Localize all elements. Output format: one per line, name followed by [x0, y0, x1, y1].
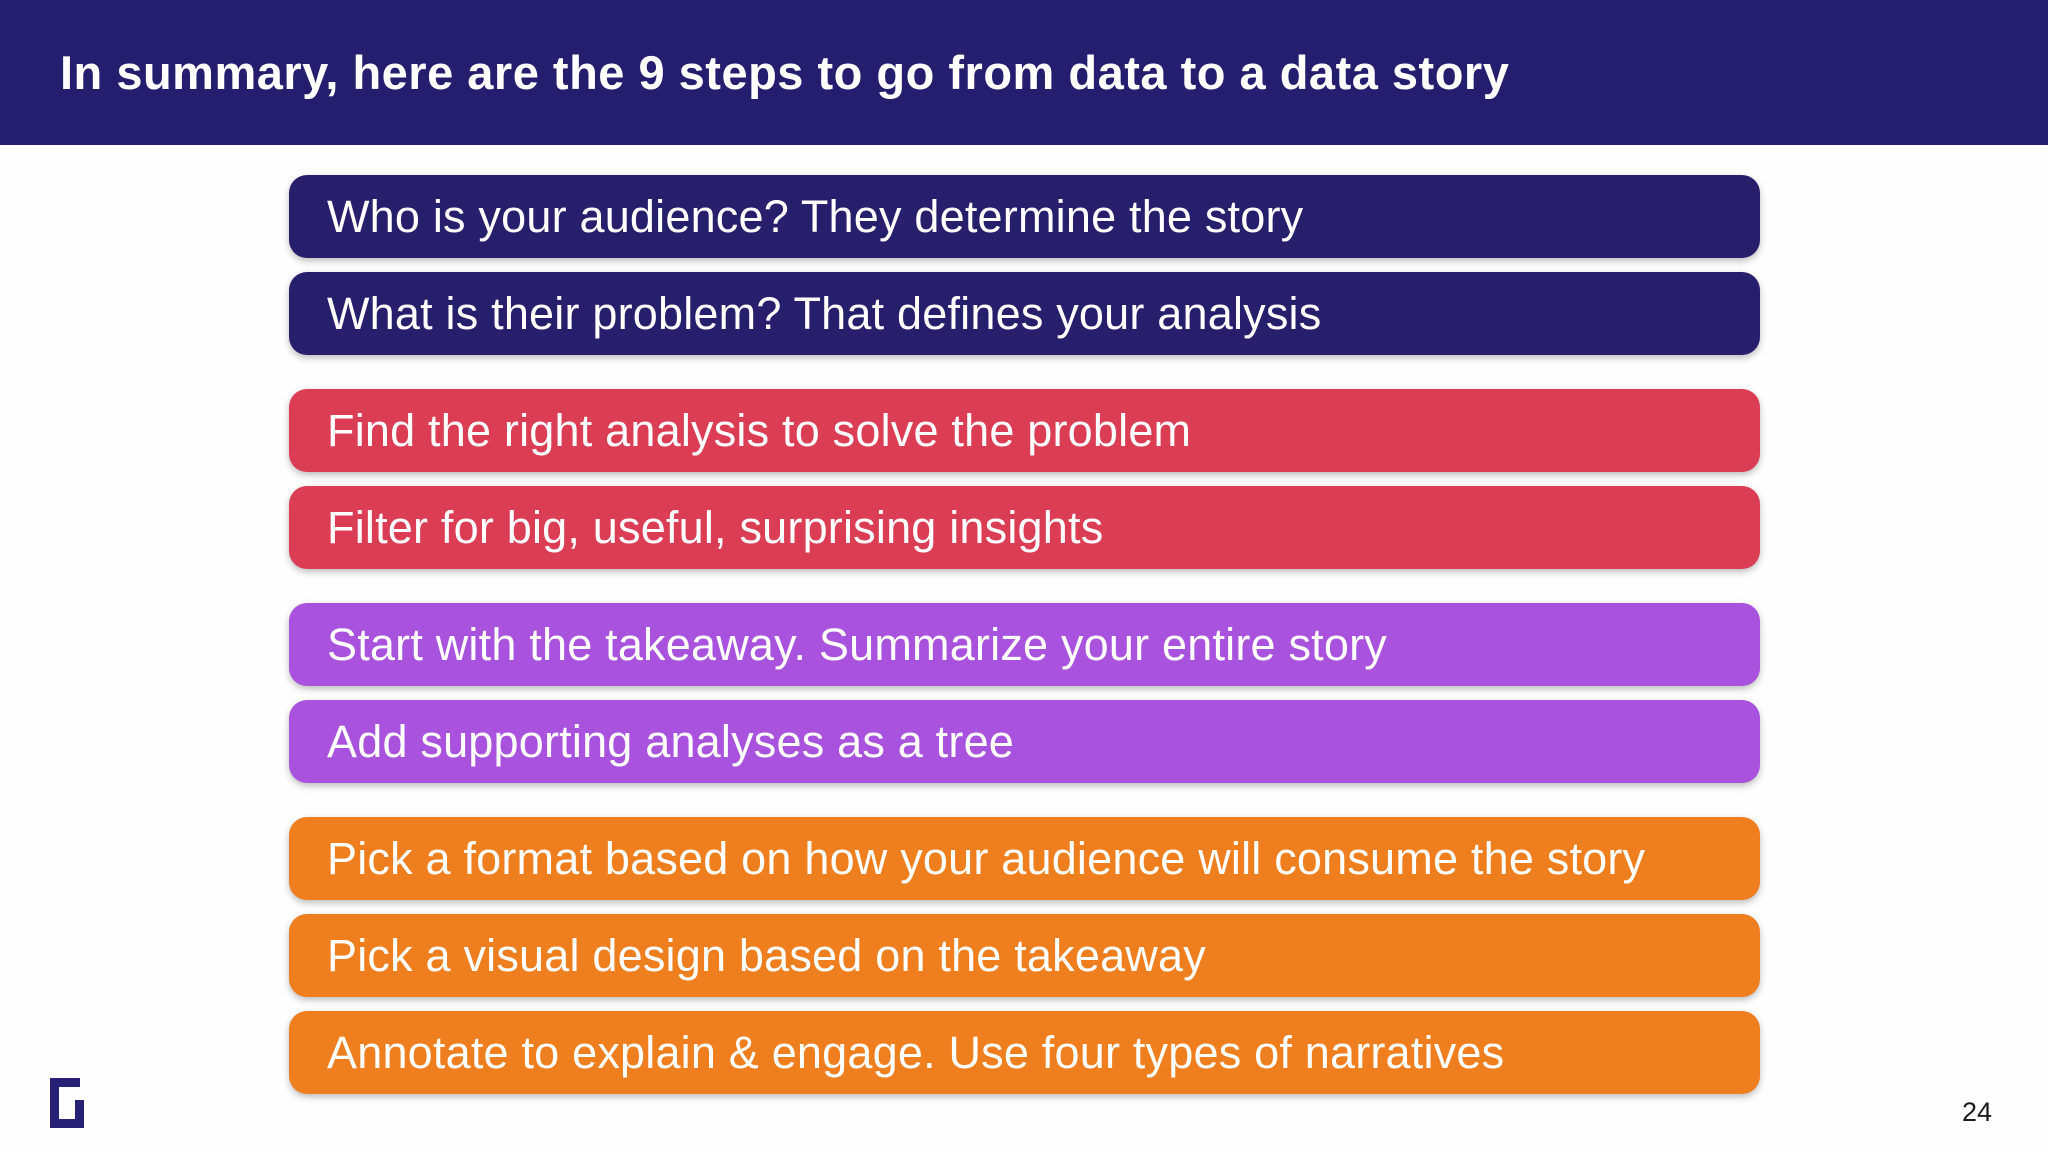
step-bar-6: Add supporting analyses as a tree [289, 700, 1760, 783]
step-bar-8: Pick a visual design based on the takeaw… [289, 914, 1760, 997]
page-number: 24 [1961, 1097, 1992, 1127]
step-bar-label: Pick a format based on how your audience… [327, 832, 1646, 884]
step-group-analysis: Find the right analysis to solve the pro… [289, 389, 1760, 569]
step-bar-label: Annotate to explain & engage. Use four t… [327, 1026, 1505, 1078]
steps-list: Who is your audience? They determine the… [289, 175, 1760, 1094]
g-logo-icon [50, 1078, 84, 1128]
step-bar-label: Add supporting analyses as a tree [327, 715, 1015, 767]
step-bar-5: Start with the takeaway. Summarize your … [289, 603, 1760, 686]
step-bar-2: What is their problem? That defines your… [289, 272, 1760, 355]
step-bar-label: Who is your audience? They determine the… [327, 190, 1304, 242]
step-bar-4: Filter for big, useful, surprising insig… [289, 486, 1760, 569]
step-bar-9: Annotate to explain & engage. Use four t… [289, 1011, 1760, 1094]
slide-title: In summary, here are the 9 steps to go f… [60, 46, 1510, 99]
step-group-audience: Who is your audience? They determine the… [289, 175, 1760, 355]
step-bar-label: Find the right analysis to solve the pro… [327, 404, 1192, 456]
step-bar-label: Pick a visual design based on the takeaw… [327, 929, 1206, 981]
step-group-story: Start with the takeaway. Summarize your … [289, 603, 1760, 783]
step-bar-label: Filter for big, useful, surprising insig… [327, 501, 1104, 553]
slide-header: In summary, here are the 9 steps to go f… [0, 0, 2048, 145]
step-bar-label: Start with the takeaway. Summarize your … [327, 618, 1387, 670]
step-bar-3: Find the right analysis to solve the pro… [289, 389, 1760, 472]
step-bar-label: What is their problem? That defines your… [327, 287, 1322, 339]
step-group-presentation: Pick a format based on how your audience… [289, 817, 1760, 1094]
step-bar-1: Who is your audience? They determine the… [289, 175, 1760, 258]
step-bar-7: Pick a format based on how your audience… [289, 817, 1760, 900]
